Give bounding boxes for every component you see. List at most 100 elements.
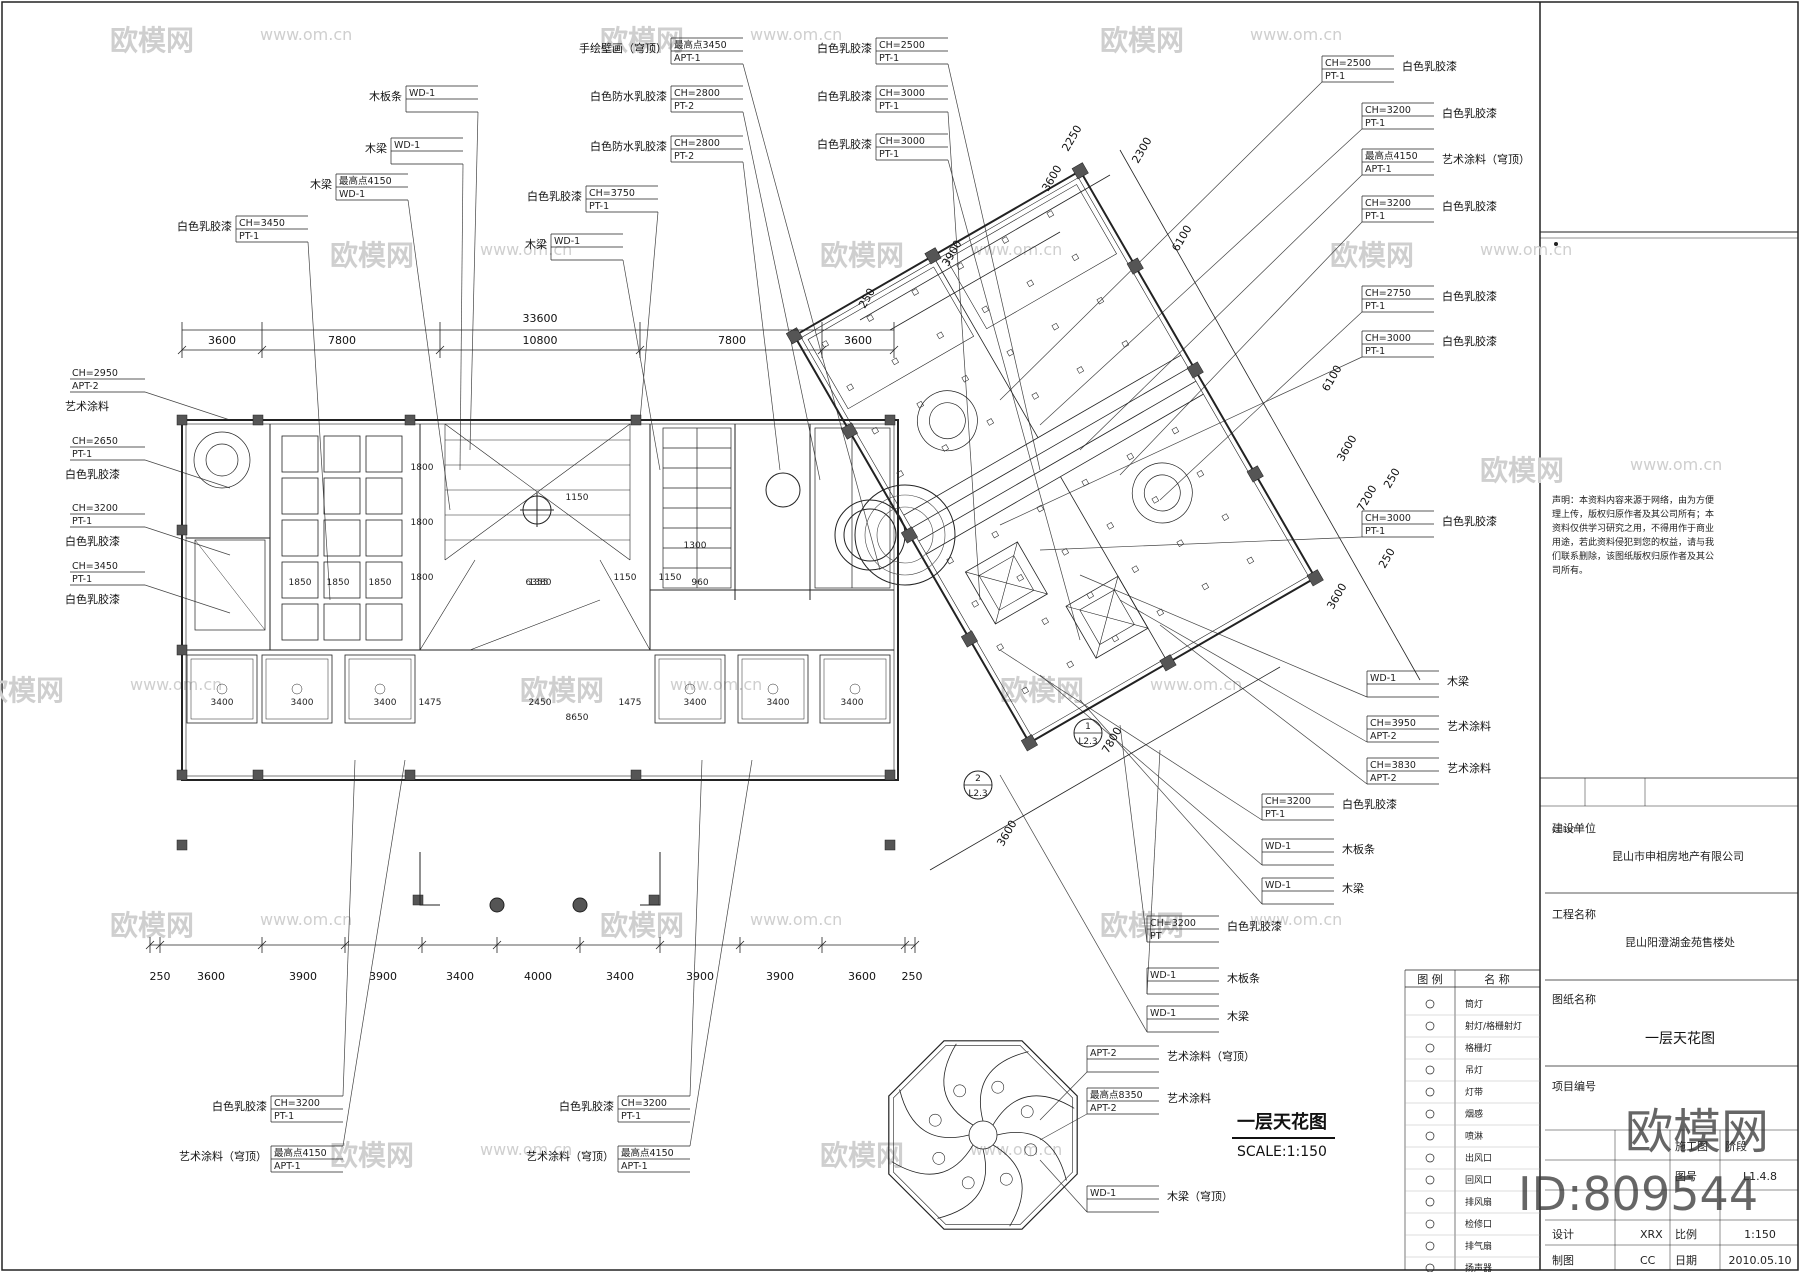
callout-spec: APT-1 xyxy=(621,1161,648,1172)
scale-label: 比例 xyxy=(1675,1227,1697,1241)
callout-code: CH=3450 xyxy=(239,218,285,229)
legend-row-name: 射灯/格栅射灯 xyxy=(1465,1020,1522,1032)
rotated-dimension: 3600 xyxy=(1334,433,1359,464)
watermark-brand-bg: 欧模网 xyxy=(330,239,414,272)
callout-code: 最高点8350 xyxy=(1090,1089,1143,1101)
rotated-dimension: 250 xyxy=(1381,466,1403,491)
callout-label: 木板条 xyxy=(1227,971,1260,985)
callout-code: CH=2750 xyxy=(1365,288,1411,299)
callout-label: 白色乳胶漆 xyxy=(1442,514,1497,528)
rotated-dimension: 7200 xyxy=(1354,483,1379,514)
room-dimension: 3400 xyxy=(684,698,707,708)
project-no-label: 项目编号 xyxy=(1552,1079,1596,1093)
legend-symbol-icon xyxy=(1425,1219,1435,1229)
rotated-dimension: 3600 xyxy=(1039,163,1064,194)
legend-symbol-icon xyxy=(1425,1263,1435,1273)
room-dimension: 1800 xyxy=(411,573,434,583)
callout-label: 白色乳胶漆 xyxy=(817,89,872,103)
section-mark-2-ref: L2.3 xyxy=(968,789,987,799)
legend-table: 图 例名 称筒灯射灯/格栅射灯格栅灯吊灯灯带烟感喷淋出风口回风口排风扇检修口排气… xyxy=(1404,969,1540,1274)
watermark-brand-bg: 欧模网 xyxy=(820,239,904,272)
callout-spec: PT-1 xyxy=(1365,346,1385,357)
callout-spec: PT-1 xyxy=(72,516,92,527)
rotated-dimension: 2300 xyxy=(1129,135,1154,166)
legend-row-name: 灯带 xyxy=(1465,1087,1483,1098)
legend-symbol-icon xyxy=(1425,1153,1435,1163)
callout-label: 白色乳胶漆 xyxy=(212,1099,267,1113)
title-block: 声明：本资料内容来源于网络，由为方便理上传，版权归原作者及其公司所有；本资料仅供… xyxy=(1540,231,1798,1270)
watermark-brand-bg: 欧模网 xyxy=(1100,909,1184,942)
legend-symbol-icon xyxy=(1425,1241,1435,1251)
callout-code: CH=3000 xyxy=(879,88,925,99)
legend-symbol-icon xyxy=(1425,1109,1435,1119)
project-value: 昆山阳澄湖金苑售楼处 xyxy=(1625,935,1735,949)
callout-label: 艺术涂料 xyxy=(1167,1091,1211,1105)
callout-code: CH=3200 xyxy=(621,1098,667,1109)
legend-symbol-icon xyxy=(1425,1131,1435,1141)
callout-code: CH=3000 xyxy=(1365,333,1411,344)
callout-code: CH=3200 xyxy=(274,1098,320,1109)
callout-spec: PT-1 xyxy=(879,101,899,112)
client-value: 昆山市申相房地产有限公司 xyxy=(1612,849,1744,863)
callout-dome-2: WD-1 木梁（穹顶） xyxy=(1086,1185,1233,1213)
callout-spec: PT-1 xyxy=(72,449,92,460)
callout-code: 最高点4150 xyxy=(1365,150,1418,162)
callout-spec: PT-1 xyxy=(589,201,609,212)
watermark-id: ID:809544 xyxy=(1518,1167,1758,1221)
top-dimension: 7800 xyxy=(328,334,356,347)
callout-spec: PT-1 xyxy=(621,1111,641,1122)
title-block-notice: 声明：本资料内容来源于网络，由为方便理上传，版权归原作者及其公司所有；本资料仅供… xyxy=(1552,496,1715,576)
top-dimension: 3600 xyxy=(208,334,236,347)
watermark-url-bg: www.om.cn xyxy=(750,910,842,929)
watermark-layer: 欧模网 www.om.cn 欧模网 www.om.cn 欧模网 www.om.cn 欧模网 w… xyxy=(0,24,1722,1172)
callout-code: 最高点4150 xyxy=(339,175,392,187)
room-dimension: 1150 xyxy=(566,493,589,503)
callout-label: 木梁（穹顶） xyxy=(1167,1189,1233,1203)
callout-label: 木梁 xyxy=(1227,1009,1249,1023)
watermark-url-bg: www.om.cn xyxy=(130,675,222,694)
callout-code: WD-1 xyxy=(1265,880,1291,891)
room-dimension: 1150 xyxy=(614,573,637,583)
section-mark-1-num: 1 xyxy=(1085,722,1091,732)
top-dimension: 10800 xyxy=(523,334,558,347)
callout-label: 白色防水乳胶漆 xyxy=(590,89,667,103)
callout-code: WD-1 xyxy=(1090,1188,1116,1199)
callout-label: 白色乳胶漆 xyxy=(817,137,872,151)
drafter-label: 制图 xyxy=(1552,1254,1574,1267)
callout-label: 白色乳胶漆 xyxy=(65,592,120,606)
sheet-no: L1.4.8 xyxy=(1743,1170,1777,1183)
callout-spec: PT-1 xyxy=(1365,301,1385,312)
callout-code: CH=3200 xyxy=(1365,198,1411,209)
watermark-brand-bg: 欧模网 xyxy=(1480,454,1564,487)
top-dimension: 7800 xyxy=(718,334,746,347)
rotated-dimension: 3600 xyxy=(1324,581,1349,612)
rotated-dimension: 6100 xyxy=(1319,363,1344,394)
callout-code: CH=3200 xyxy=(72,503,118,514)
watermark-brand-bg: 欧模网 xyxy=(1100,24,1184,57)
watermark-url-bg: www.om.cn xyxy=(970,240,1062,259)
rotated-dimension: 2250 xyxy=(1059,123,1084,154)
drawing-title-text: 一层天花图 xyxy=(1237,1111,1327,1133)
watermark-url-bg: www.om.cn xyxy=(1150,675,1242,694)
callout-code: WD-1 xyxy=(394,140,420,151)
callout-label: 白色乳胶漆 xyxy=(1227,919,1282,933)
callout-code: 最高点4150 xyxy=(621,1147,674,1159)
callout-spec: PT-1 xyxy=(1325,71,1345,82)
callout-label: 白色乳胶漆 xyxy=(1442,106,1497,120)
callout-code: WD-1 xyxy=(409,88,435,99)
callout-label: 白色乳胶漆 xyxy=(1442,289,1497,303)
bottom-dimension: 3400 xyxy=(446,970,474,983)
